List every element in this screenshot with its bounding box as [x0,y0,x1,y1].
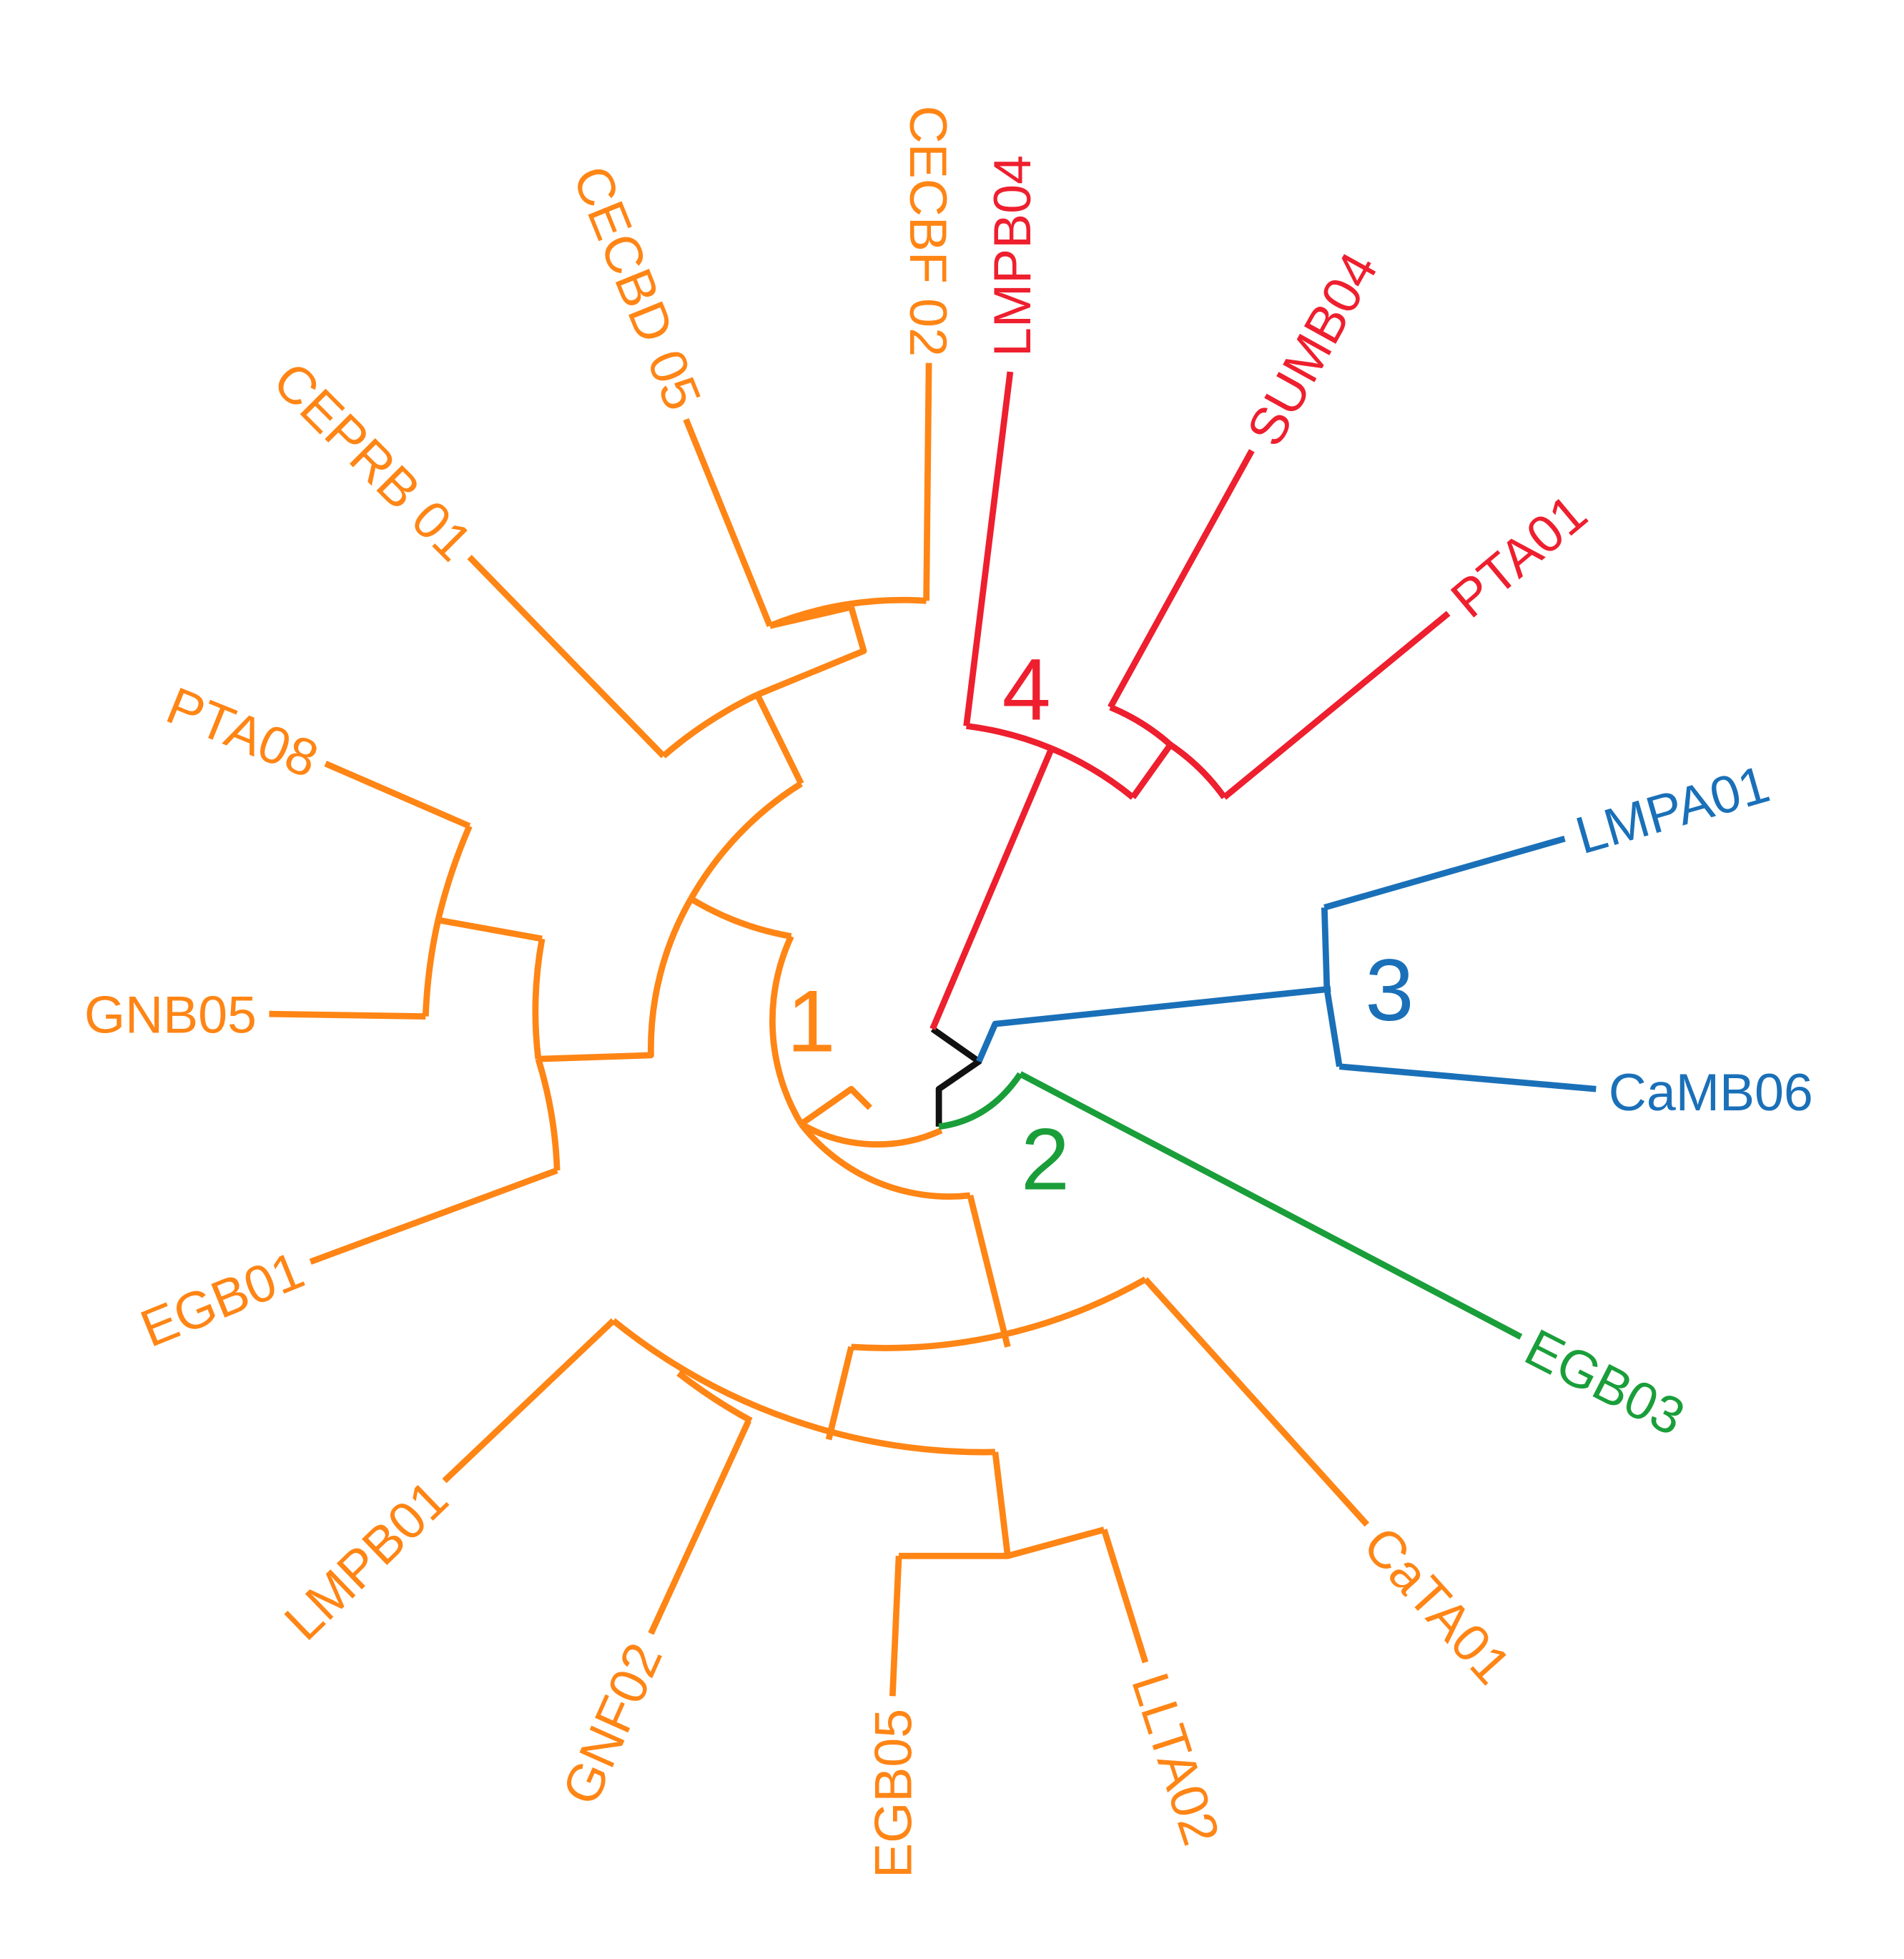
leaf-branch-PTA08 [324,760,471,829]
cluster-1-lower-connector [799,1085,872,1127]
root-branches [930,1026,982,1127]
branch-cec-connector [769,603,852,629]
cluster-3-branches [976,835,1597,1092]
leaf-branch-GNB05 [269,1010,426,1020]
leaf-branch-EGB05 [889,1556,902,1697]
cluster-4-stem [929,747,1055,1030]
branch-pta-gnb-stem [422,919,442,1017]
cluster-1-branches [269,362,1370,1697]
cluster-label-4: 4 [1002,641,1051,739]
branch-pta-gnb-arc [435,824,473,921]
cluster-1-main-arc [769,934,804,1126]
leaf-label-CaMB06: CaMB06 [1609,1062,1813,1122]
leaf-label-EGB05: EGB05 [864,1709,923,1878]
leaf-branch-EGB01 [309,1167,558,1265]
cluster-4-arc-left [966,723,1053,752]
leaf-branch-PTA01 [1222,611,1451,800]
leaf-label-CECBF02: CECBF 02 [899,106,958,357]
cluster-3-arc [1321,907,1343,1067]
branch-lower-left-arc [611,1318,995,1456]
cluster-4-branches [929,371,1451,1030]
leaf-branch-LMPA01 [1323,835,1566,911]
leaf-branch-LMPB01 [442,1318,616,1484]
cluster-label-1: 1 [786,972,835,1070]
leaf-branch-GNF02 [648,1419,751,1635]
leaf-branch-CaMB06 [1338,1063,1597,1092]
root-connector [930,1026,982,1127]
branch-upper-stem [754,693,804,785]
branch-egb-ll-stem [992,1451,1011,1556]
branch-lmpb-gnf [676,1371,753,1424]
leaf-branch-CaTA01 [1143,1277,1370,1527]
branch-lower-stem [799,1122,971,1200]
branch-upper-arc [688,781,803,901]
cluster-4-connector [1130,743,1173,799]
cluster-4-sub-arc-right [1168,742,1227,799]
cluster-2-stem [938,1072,1023,1130]
branch-lower-arc [851,1276,1148,1351]
branch-lower-stem-2 [967,1194,1011,1348]
cluster-1-stem-arc [799,1121,943,1148]
leaf-branch-CEPRB01 [467,555,666,759]
cluster-label-2: 2 [1021,1110,1070,1208]
branch-left-connector [438,917,543,942]
cluster-labels: 1 2 3 4 [786,641,1414,1208]
leaf-branch-CECBD05 [683,418,773,628]
cluster-1-upper-arc [689,896,792,939]
leaf-branch-LMPB04 [963,371,1014,727]
cluster-4-arc-right [1050,745,1135,800]
leaf-label-GNB05: GNB05 [84,985,257,1044]
branch-ceprb-stem [756,606,867,698]
leaf-branch-EGB03 [1018,1071,1523,1340]
leaf-branch-SUMB04 [1108,449,1255,709]
leaf-branch-LLTA02 [1101,1529,1149,1664]
branch-lower-left-stem [825,1346,854,1441]
branch-left-arc [532,938,546,1060]
branch-egb01-arc [535,1057,561,1171]
leaf-label-LMPB04: LMPB04 [982,155,1042,357]
cluster-4-sub-arc-left [1109,704,1173,748]
cluster-label-3: 3 [1365,941,1414,1039]
branch-egb-ll-arc [899,1526,1105,1559]
branch-ceprb-arc [661,691,759,759]
cluster-2-branches [938,1071,1523,1340]
cluster-3-stem [976,985,1331,1063]
branch-left-stem [538,897,694,1062]
leaf-branch-CECBF02 [923,362,932,601]
